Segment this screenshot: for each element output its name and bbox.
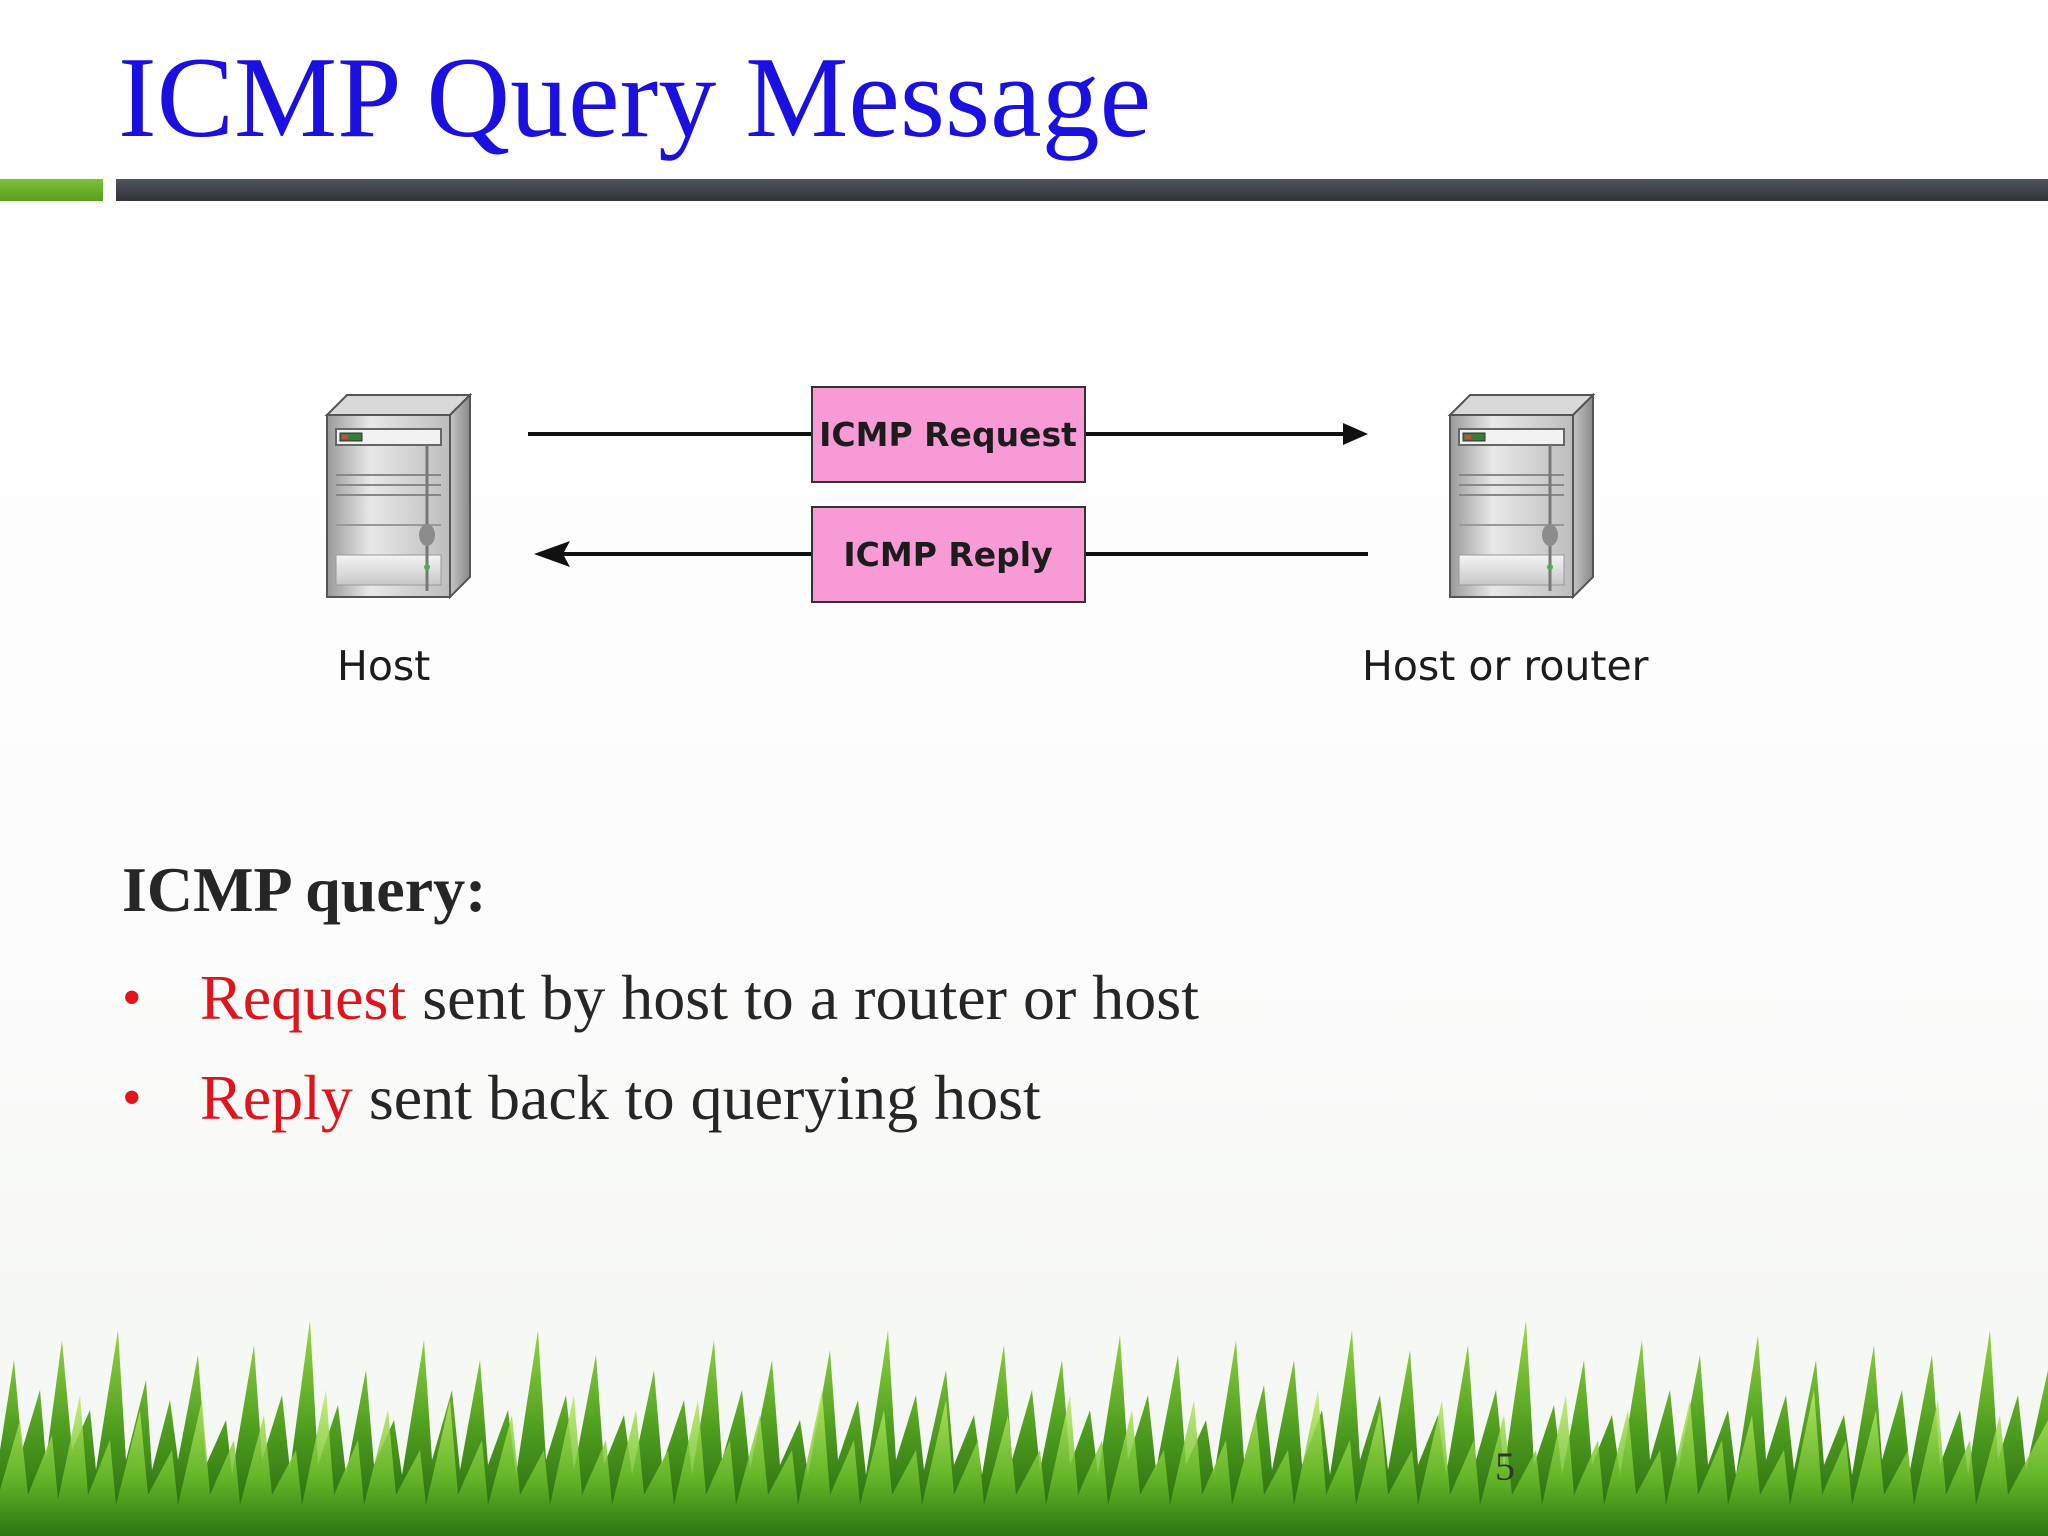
left-host-server-icon: [325, 393, 472, 599]
reply-arrowhead: [534, 541, 570, 567]
title-underline-bar: [116, 179, 2048, 201]
icmp-query-diagram: ICMP Request ICMP Reply Host Host or rou…: [325, 386, 1649, 690]
icmp-reply-box: [811, 506, 1086, 603]
request-arrowhead: [1343, 423, 1368, 445]
title-accent-bar: [0, 179, 103, 201]
bullet-text: sent back to querying host: [352, 1062, 1041, 1133]
grass-decoration: [0, 1320, 2048, 1536]
icmp-reply-label: ICMP Reply: [843, 535, 1052, 574]
bullet-keyword: Request: [200, 962, 407, 1033]
icmp-request-box: [811, 386, 1086, 483]
bullet-keyword: Reply: [200, 1062, 353, 1133]
section-heading: ICMP query:: [122, 854, 487, 925]
bullet-icon: •: [122, 1067, 142, 1129]
bullet-list: • Request sent by host to a router or hos…: [122, 948, 1199, 1148]
page-number: 5: [1495, 1444, 1515, 1489]
right-host-or-router-server-icon: [1448, 393, 1595, 599]
icmp-request-label: ICMP Request: [819, 415, 1077, 454]
bullet-icon: •: [122, 967, 142, 1029]
slide-title: ICMP Query Message: [118, 34, 1152, 162]
list-item: • Request sent by host to a router or hos…: [122, 948, 1199, 1048]
list-item: • Reply sent back to querying host: [122, 1048, 1199, 1148]
right-node-label: Host or router: [1362, 642, 1649, 690]
left-node-label: Host: [337, 642, 430, 690]
bullet-text: sent by host to a router or host: [406, 962, 1199, 1033]
